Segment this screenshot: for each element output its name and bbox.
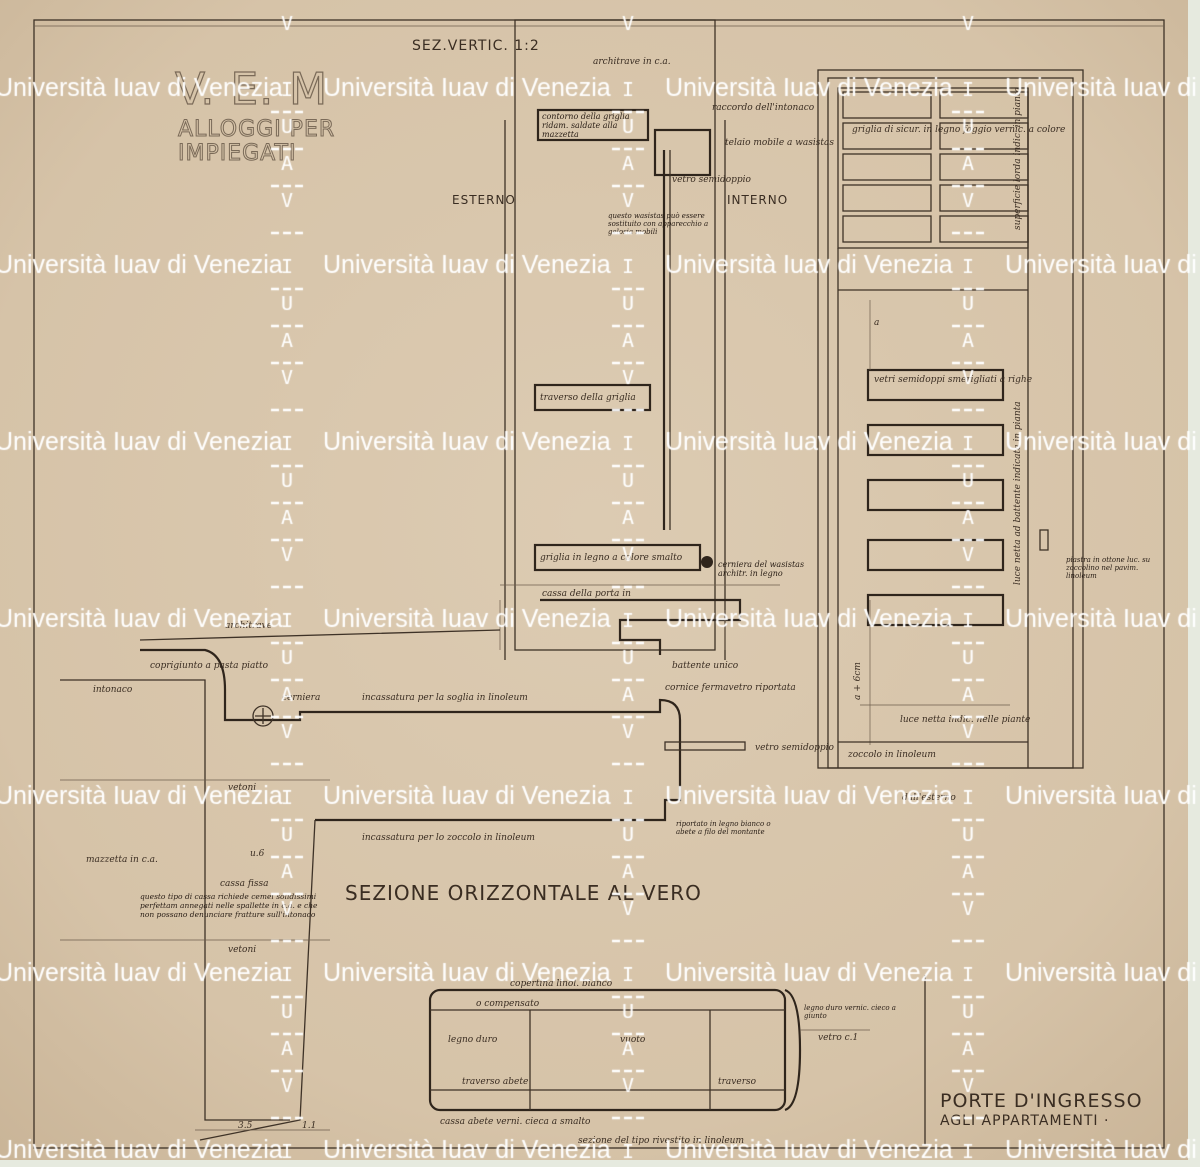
note: battente unico <box>672 661 739 671</box>
project-subtitle-2: IMPIEGATI <box>178 141 296 166</box>
note: vetoni <box>228 783 256 793</box>
note: u.6 <box>250 849 265 859</box>
note: cornice fermavetro riportata <box>665 683 796 693</box>
note: griglia in legno a colore smalto <box>540 553 683 563</box>
note: cerniera del wasistas architr. in legno <box>718 560 805 578</box>
horizontal-section-title: SEZIONE ORIZZONTALE AL VERO <box>345 881 702 905</box>
note: contorno della griglia ridam. saldate al… <box>542 112 630 139</box>
note: cassa della porta in <box>542 589 631 599</box>
note: mazzetta in c.a. <box>86 855 158 865</box>
note: dall'esterno <box>902 793 956 803</box>
note: raccordo dell'intonaco <box>712 103 815 113</box>
note: vetro semidoppio <box>755 743 835 753</box>
note: traverso della griglia <box>540 393 636 403</box>
note: questo wasistas può essere sostituito co… <box>608 212 709 236</box>
note: cassa fissa <box>220 879 268 889</box>
note: vuoto <box>620 1035 646 1045</box>
note: cerniera <box>282 693 320 703</box>
note: griglia di sicur. in legno faggio vernic… <box>852 125 1065 135</box>
vertical-section-title: SEZ.VERTIC. 1:2 <box>412 38 540 54</box>
note: incassatura per la soglia in linoleum <box>362 693 528 703</box>
linoleum-section-title: sezione del tipo rivestito in linoleum <box>578 1136 744 1146</box>
note: traverso <box>718 1077 757 1087</box>
note: vetro c.1 <box>818 1033 858 1043</box>
note: a <box>874 318 879 328</box>
note: vetoni <box>228 945 256 955</box>
note: copertina linol. bianco <box>510 979 613 989</box>
note: piastra in ottone luc. su zoccolino nel … <box>1066 556 1151 580</box>
note: incassatura per lo zoccolo in linoleum <box>362 833 535 843</box>
note: luce netta ad battente indicata in piant… <box>1013 401 1023 585</box>
note: luce netta indic. nelle piante <box>900 715 1030 725</box>
note: intonaco <box>93 685 133 695</box>
dimension: 3.5 <box>238 1121 253 1131</box>
note: coprigiunto a pasta piatto <box>150 661 269 671</box>
project-title: V. E. M <box>175 64 328 115</box>
note: a + 6cm <box>853 662 863 700</box>
note: traverso abete <box>462 1077 528 1087</box>
note: vetri semidoppi smerigliati a righe <box>874 375 1032 385</box>
title-block-line-1: PORTE D'INGRESSO <box>940 1090 1143 1112</box>
label-esterno: ESTERNO <box>452 193 516 207</box>
note: riportato in legno bianco o abete a filo… <box>676 820 771 836</box>
note: superficie lorda indic. in pianta <box>1013 87 1023 230</box>
note: architrave in c.a. <box>593 57 671 67</box>
note: cassa abete verni. cieca a smalto <box>440 1117 591 1127</box>
note: o compensato <box>476 999 540 1009</box>
note: architrave <box>225 621 272 631</box>
note: legno duro <box>448 1035 498 1045</box>
title-block-line-2: AGLI APPARTAMENTI · <box>940 1113 1109 1129</box>
label-interno: INTERNO <box>727 193 788 207</box>
dimension: 1.1 <box>302 1121 316 1131</box>
project-subtitle-1: ALLOGGI PER <box>178 117 335 142</box>
note-cassa-fissa: questo tipo di cassa richiede cemei soli… <box>140 892 318 919</box>
note: vetro semidoppio <box>672 175 752 185</box>
note: legno duro vernic. cieco a giunto <box>804 1004 896 1020</box>
note: zoccolo in linoleum <box>847 750 936 760</box>
